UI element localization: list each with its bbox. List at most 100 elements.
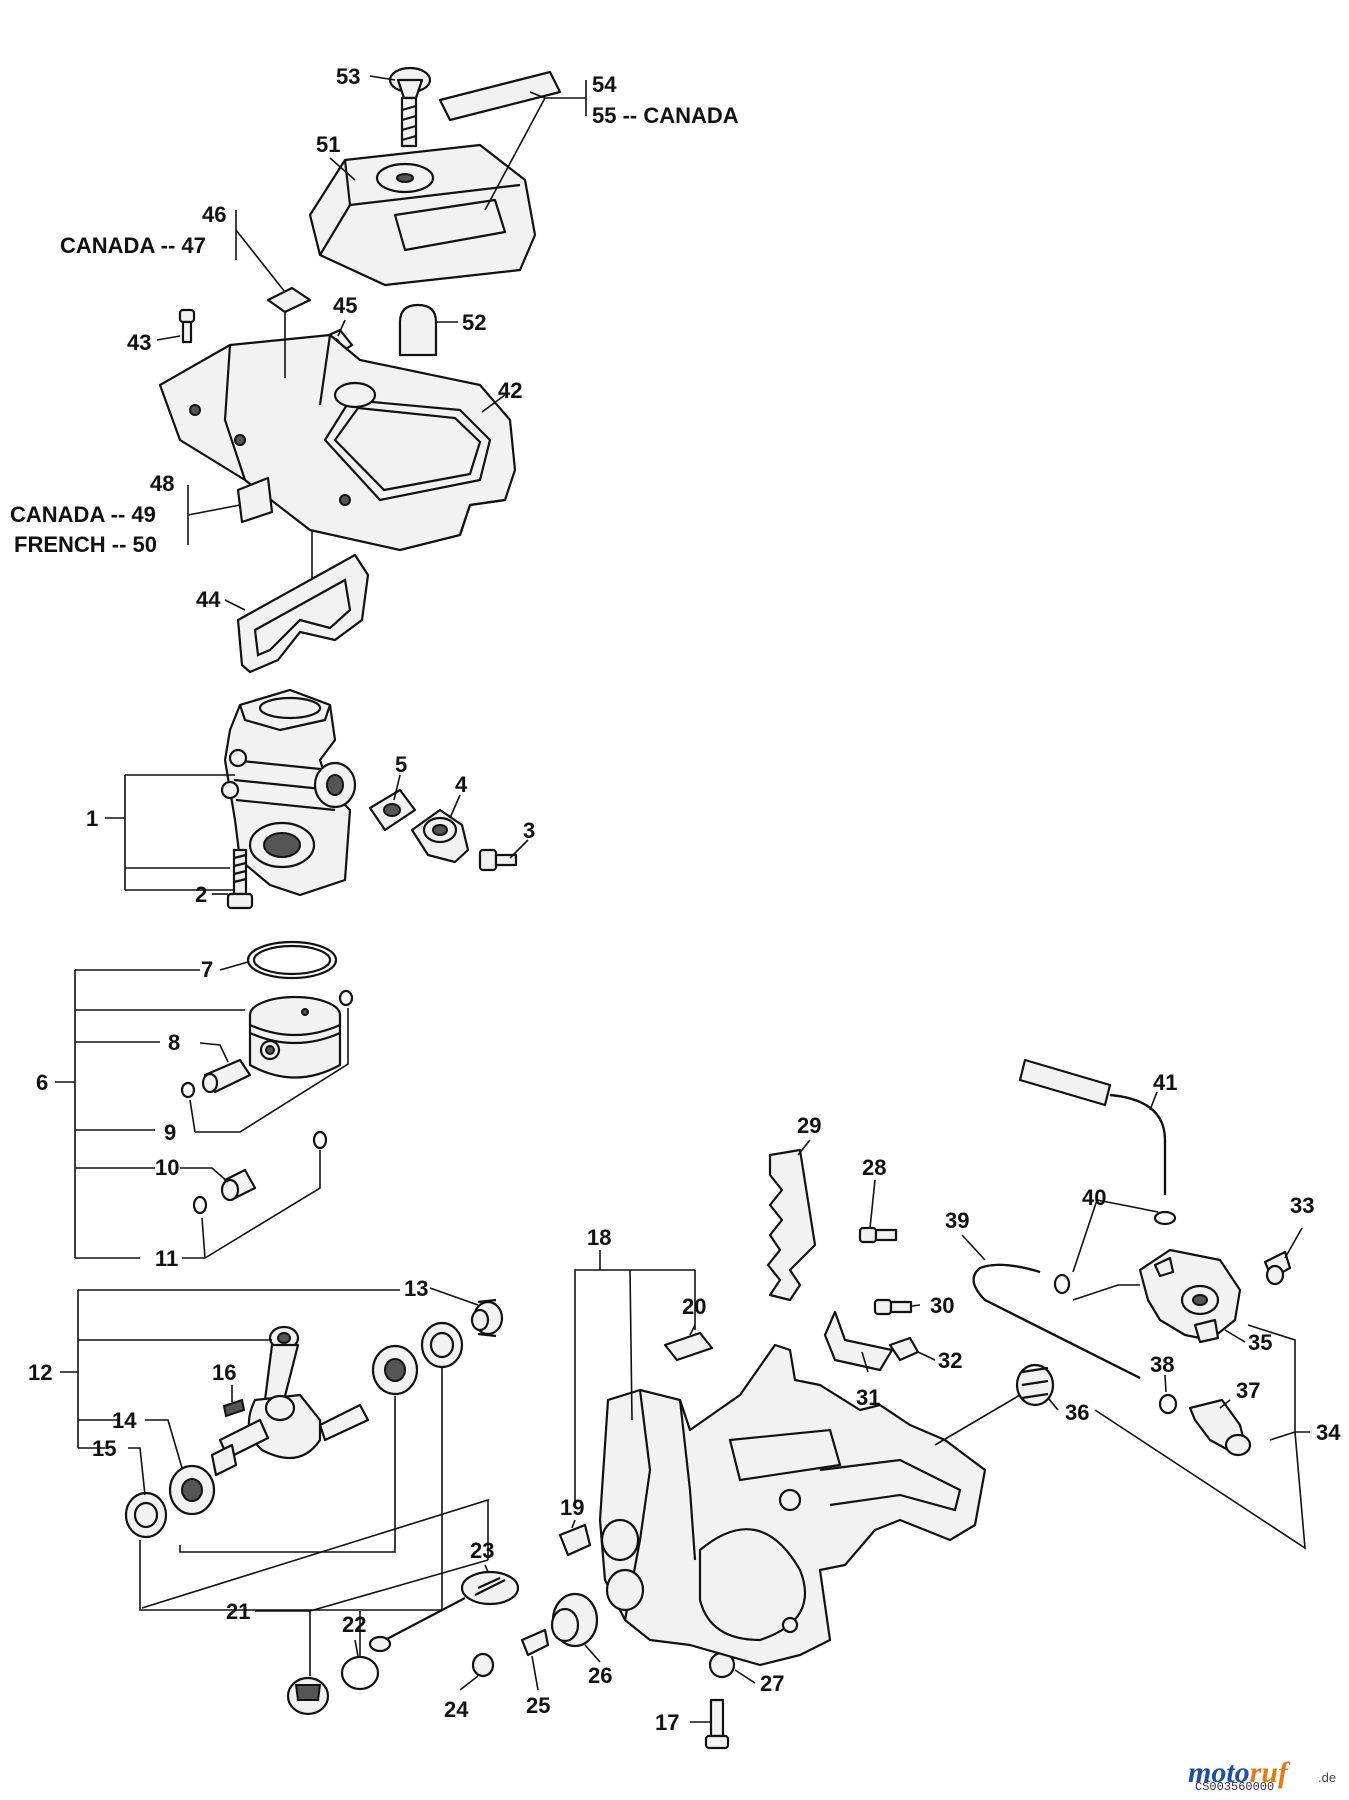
part-16-key xyxy=(222,1398,246,1418)
part-44-plate xyxy=(236,553,370,674)
part-48-decal xyxy=(236,476,274,524)
label-2: 2 xyxy=(195,882,207,907)
part-26-grommet xyxy=(550,1592,599,1648)
label-49: CANADA -- 49 xyxy=(10,502,156,527)
label-53: 53 xyxy=(336,64,360,89)
label-27: 27 xyxy=(760,1671,784,1696)
part-22-o-ring xyxy=(340,1655,380,1691)
part-39-hose xyxy=(972,1263,1141,1379)
part-33-fitting xyxy=(1263,1250,1292,1286)
part-41-oil-pipe xyxy=(1018,1058,1167,1195)
part-20-decal xyxy=(663,1331,714,1362)
part-24-nut xyxy=(471,1652,495,1678)
label-36: 36 xyxy=(1065,1400,1089,1425)
label-52: 52 xyxy=(462,310,486,335)
label-31: 31 xyxy=(856,1385,880,1410)
label-29: 29 xyxy=(797,1113,821,1138)
label-22: 22 xyxy=(342,1612,366,1637)
part-15-oil-seal xyxy=(124,1321,464,1539)
label-38: 38 xyxy=(1150,1352,1174,1377)
label-5: 5 xyxy=(395,752,407,777)
part-51-top-cover xyxy=(308,143,537,287)
part-18-crankcase xyxy=(598,1343,987,1667)
part-52-grommet xyxy=(398,303,438,357)
label-13: 13 xyxy=(404,1276,428,1301)
label-37: 37 xyxy=(1236,1378,1260,1403)
part-2-bolt xyxy=(226,848,254,910)
part-11-washer xyxy=(192,1130,328,1215)
part-30-screw xyxy=(873,1298,913,1316)
label-33: 33 xyxy=(1290,1193,1314,1218)
label-30: 30 xyxy=(930,1293,954,1318)
label-32: 32 xyxy=(938,1348,962,1373)
part-36-worm-gear xyxy=(1015,1363,1055,1407)
label-45: 45 xyxy=(333,293,357,318)
part-28-screw xyxy=(858,1226,898,1244)
part-54-decal xyxy=(438,70,562,122)
label-1: 1 xyxy=(86,806,98,831)
label-43: 43 xyxy=(127,330,151,355)
part-42-cylinder-cover xyxy=(158,333,517,552)
label-10: 10 xyxy=(155,1155,179,1180)
label-24: 24 xyxy=(444,1697,469,1722)
part-5-gasket xyxy=(368,788,417,832)
label-7: 7 xyxy=(201,957,213,982)
label-21: 21 xyxy=(226,1599,250,1624)
part-21-fuel-cap xyxy=(286,1676,330,1716)
watermark-suffix: .de xyxy=(1318,1770,1336,1785)
label-15: 15 xyxy=(92,1436,116,1461)
drawing-code: CS003560000 xyxy=(1195,1780,1274,1794)
label-12: 12 xyxy=(28,1360,52,1385)
part-37-plunger xyxy=(1188,1398,1252,1457)
part-4-intake-manifold xyxy=(410,808,470,864)
part-14-bearing xyxy=(168,1344,419,1516)
label-40: 40 xyxy=(1082,1185,1106,1210)
label-9: 9 xyxy=(164,1120,176,1145)
watermark-brand-a: moto xyxy=(1188,1756,1250,1789)
label-35: 35 xyxy=(1248,1330,1272,1355)
label-26: 26 xyxy=(588,1663,612,1688)
label-16: 16 xyxy=(212,1360,236,1385)
label-46: 46 xyxy=(202,202,226,227)
part-9-circlip xyxy=(180,989,354,1099)
part-40-seal xyxy=(1053,1210,1177,1295)
label-3: 3 xyxy=(523,818,535,843)
label-50: FRENCH -- 50 xyxy=(14,532,157,557)
part-53-knob-screw xyxy=(388,66,432,148)
label-20: 20 xyxy=(682,1294,706,1319)
part-19-fitting xyxy=(558,1523,592,1557)
label-25: 25 xyxy=(526,1693,550,1718)
part-29-chain-catcher xyxy=(766,1148,817,1302)
callout-labels: 53 54 55 -- CANADA 51 46 CANADA -- 47 45… xyxy=(10,64,1341,1735)
label-41: 41 xyxy=(1153,1070,1177,1095)
watermark: CS003560000 motoruf .de xyxy=(1188,1756,1336,1794)
label-48: 48 xyxy=(150,471,174,496)
label-28: 28 xyxy=(862,1155,886,1180)
label-55: 55 -- CANADA xyxy=(592,103,739,128)
part-13-collar xyxy=(470,1298,504,1338)
label-17: 17 xyxy=(655,1710,679,1735)
label-34: 34 xyxy=(1316,1420,1341,1445)
part-12-crankshaft xyxy=(210,1325,370,1477)
leader-lines xyxy=(55,75,1310,1723)
watermark-brand-b: ruf xyxy=(1250,1756,1291,1789)
part-46-decal xyxy=(266,286,312,314)
label-39: 39 xyxy=(945,1208,969,1233)
label-4: 4 xyxy=(455,772,468,797)
label-54: 54 xyxy=(592,72,617,97)
part-17-bolt xyxy=(704,1698,730,1750)
svg-text:motoruf: motoruf xyxy=(1188,1756,1291,1789)
label-42: 42 xyxy=(498,378,522,403)
part-6-piston xyxy=(248,995,342,1079)
label-23: 23 xyxy=(470,1538,494,1563)
part-32-block xyxy=(888,1336,920,1362)
label-51: 51 xyxy=(316,132,340,157)
label-19: 19 xyxy=(560,1495,584,1520)
part-10-needle-bearing xyxy=(220,1168,257,1202)
label-8: 8 xyxy=(168,1030,180,1055)
label-11: 11 xyxy=(155,1246,178,1271)
label-44: 44 xyxy=(196,587,221,612)
label-18: 18 xyxy=(587,1225,611,1250)
